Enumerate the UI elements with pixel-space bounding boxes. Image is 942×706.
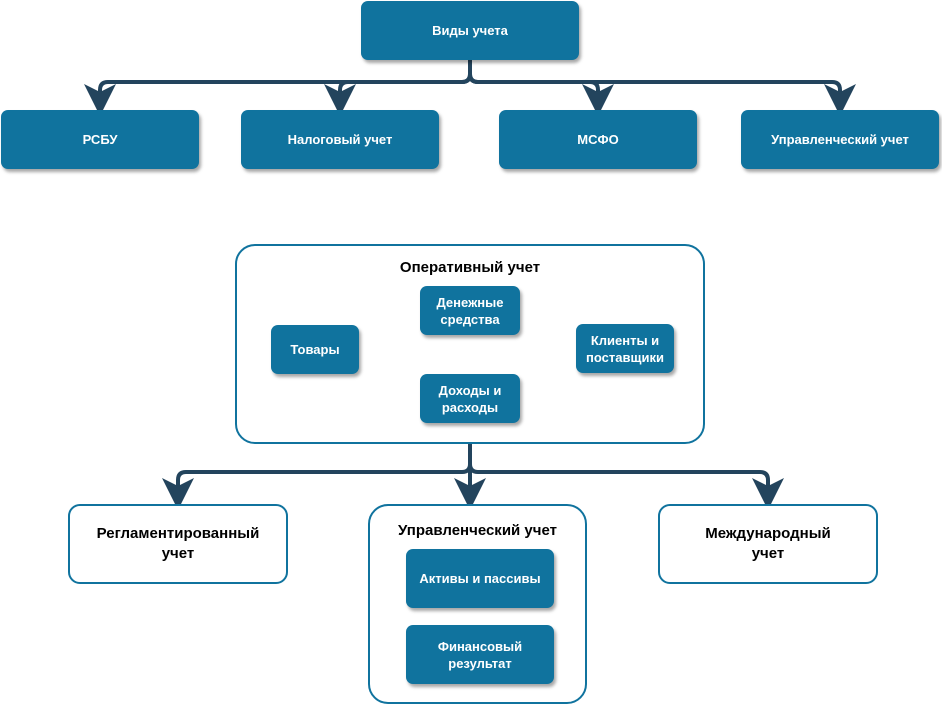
rsbu-label: РСБУ (82, 132, 118, 147)
regulated-label: Регламентированный учет (96, 525, 260, 562)
income-label: Доходы и расходы (438, 382, 502, 415)
node-assets[interactable]: Активы и пассивы (406, 549, 554, 608)
node-tax[interactable]: Налоговый учет (241, 110, 439, 169)
management-top-label: Управленческий учет (771, 132, 909, 147)
edge-oper-regulated (162, 444, 472, 510)
node-management-top[interactable]: Управленческий учет (741, 110, 939, 169)
edge-root-tax (324, 60, 472, 116)
edge-root-mgmt (468, 60, 856, 116)
node-international[interactable]: Международный учет (658, 504, 878, 584)
node-clients[interactable]: Клиенты и поставщики (576, 324, 674, 373)
node-income[interactable]: Доходы и расходы (420, 374, 520, 423)
edge-oper-international (468, 444, 784, 510)
node-financial-result[interactable]: Финансовый результат (406, 625, 554, 684)
financial-result-label: Финансовый результат (437, 638, 523, 671)
node-msfo[interactable]: МСФО (499, 110, 697, 169)
assets-label: Активы и пассивы (419, 571, 541, 586)
tax-label: Налоговый учет (287, 132, 393, 147)
node-goods[interactable]: Товары (271, 325, 359, 374)
root-label: Виды учета (432, 23, 508, 38)
node-money[interactable]: Денежные средства (420, 286, 520, 335)
node-regulated[interactable]: Регламентированный учет (68, 504, 288, 584)
node-rsbu[interactable]: РСБУ (1, 110, 199, 169)
goods-label: Товары (290, 342, 340, 357)
root-node[interactable]: Виды учета (361, 1, 579, 60)
operational-title: Оперативный учет (399, 259, 541, 276)
international-label: Международный учет (705, 525, 831, 562)
management-title: Управленческий учет (398, 522, 557, 539)
msfo-label: МСФО (577, 132, 619, 147)
clients-label: Клиенты и поставщики (586, 332, 664, 365)
money-label: Денежные средства (436, 294, 504, 327)
